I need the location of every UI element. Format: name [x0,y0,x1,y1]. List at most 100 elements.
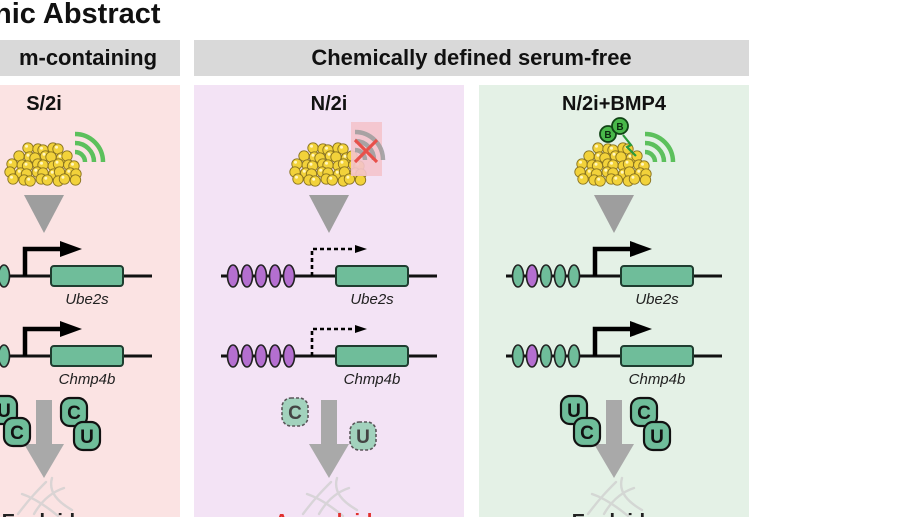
panel-3-label: N/2i+BMP4 [562,93,667,115]
panel-3-protein-shape [629,396,659,428]
panel-3-arrow-genes-to-outcome [594,400,634,478]
panel-1-signal-arc [74,131,106,163]
panel-2-colony-highlight [325,161,328,165]
panel-3-colony-highlight [612,152,616,156]
panel-1-colony-highlight [58,154,62,158]
panel-2-colony-cell [326,174,338,186]
panel-3-bmp4-bolt [622,134,637,157]
panel-1-colony-highlight [34,168,38,172]
panel-2: N/2iUbe2sChmp4bCUAneuploidy [194,85,464,517]
panel-1-colony-highlight [71,162,74,166]
panel-1-nucleosome [0,264,11,288]
panel-3-colony-cell [577,173,589,185]
panel-2-gene-box [335,265,409,287]
panel-3-protein-letter: C [637,403,651,424]
panel-3-signal-arc [644,131,676,163]
panel-1-colony-highlight [40,146,43,150]
panel-2-colony-highlight [327,152,331,156]
panel-3-chromosome-stroke [602,486,636,516]
panel-2-outcome: Aneuploidy [275,511,385,517]
panel-2-colony-cell [354,174,367,186]
panel-2-colony-highlight [340,160,344,164]
diagram-root: S/2iUbe2sChmp4bUCCUEuploidyN/2iUbe2sChmp… [0,85,749,517]
panel-1-gene-box [50,345,124,367]
panel-2-nucleosome [254,344,268,368]
panel-1-signal-icon [74,131,106,163]
panel-2-colony-highlight [329,176,333,180]
panel-1-chromosome-stroke [20,492,60,517]
panel-3-chromosome-stroke [586,480,618,516]
panel-2-chromosome-stroke [334,476,359,512]
panel-1-colony-highlight [27,177,31,181]
panel-3-bmp4-letter: B [616,122,623,133]
panel-3: N/2i+BMP4BBUbe2sChmp4bUCCUEuploidy [479,85,749,517]
panel-1-protein-c: C [2,416,32,448]
panel-1-promoter-arrow [22,326,64,356]
panel-3-nucleosome [567,264,581,288]
panel-1-protein-shape [72,420,102,452]
panel-1-colony-cell [58,173,71,185]
panel-1-protein-shape [2,416,32,448]
panel-3-colony-highlight [637,169,641,173]
panel-3-colony-highlight [628,154,632,158]
panel-1-colony [4,142,82,187]
panel-1-protein-c: C [59,396,89,428]
panel-3-colony-cell [611,174,623,186]
panel-3-signal-arc [644,140,667,163]
panel-2-nucleosome [226,264,240,288]
panel-3-bmp4-ligand: BB [599,117,637,157]
panel-3-nucleosome [553,264,567,288]
panel-2-colony-cell [309,175,321,187]
panel-3-protein-letter: U [650,427,664,448]
panel-3-locus-chmp4b: Chmp4b [506,321,722,388]
panel-2-protein-letter: U [356,427,370,448]
panel-3-protein-letter: U [567,401,581,422]
panel-2-gene-box [335,345,409,367]
panel-2-colony-highlight [346,175,350,179]
panel-2-gene-label: Chmp4b [344,371,401,388]
panel-3-nucleosome [511,264,525,288]
header-serum-free-label: Chemically defined serum-free [311,45,632,70]
panel-3-colony-highlight [625,160,629,164]
panel-2-colony-highlight [319,168,323,172]
panel-2-block-x-stroke [353,138,379,164]
panel-3-colony-highlight [610,146,613,150]
panel-3-nucleosome [525,344,539,368]
panel-1-colony-highlight [10,175,13,179]
panel-3-protein-u: U [642,420,672,452]
panel-2-nucleosome [282,344,296,368]
panel-3-protein-shape [642,420,672,452]
panel-3-colony-highlight [596,153,600,157]
panel-2-nucleosome [282,264,296,288]
panel-1-arrow-genes-to-outcome [24,400,64,478]
panel-3-colony-highlight [579,160,582,164]
panel-1-locus-chmp4b: Chmp4b [0,321,152,388]
panel-3-protein-c: C [572,416,602,448]
panel-1-colony-highlight [24,162,28,166]
panel-2-protein-letter: C [288,403,302,424]
panel-3-colony-cell [594,175,606,187]
panel-1-chromosome-sketch [16,476,74,517]
panel-1-chromosome-stroke [16,480,48,516]
panel-3-locus-ube2s: Ube2s [506,241,722,308]
panel-1-arrow-shaft [36,400,52,446]
panel-2-protein-shape [281,397,309,427]
panel-2-arrow-genes-to-outcome [309,400,349,478]
panel-2-nucleosome [254,264,268,288]
panel-1-chromosome-stroke [49,476,74,512]
panel-1-signal-arc [74,140,97,163]
panel-1-protein-u: U [72,420,102,452]
panel-3-colony-highlight [610,161,613,165]
panel-1-promoter-arrow [22,246,64,276]
panel-3-colony-highlight [631,175,635,179]
panel-2-colony-highlight [343,154,347,158]
panel-3-arrow-signal-to-genes [594,195,634,233]
panel-2-locus-chmp4b: Chmp4b [221,325,437,388]
panel-2-colony-highlight [340,145,343,149]
panel-3-colony-highlight [614,176,618,180]
panel-3-colony-highlight [597,177,601,181]
panel-2-arrow-head [309,444,349,478]
panel-2-nucleosome [268,344,282,368]
panel-3-nucleosome [511,344,525,368]
